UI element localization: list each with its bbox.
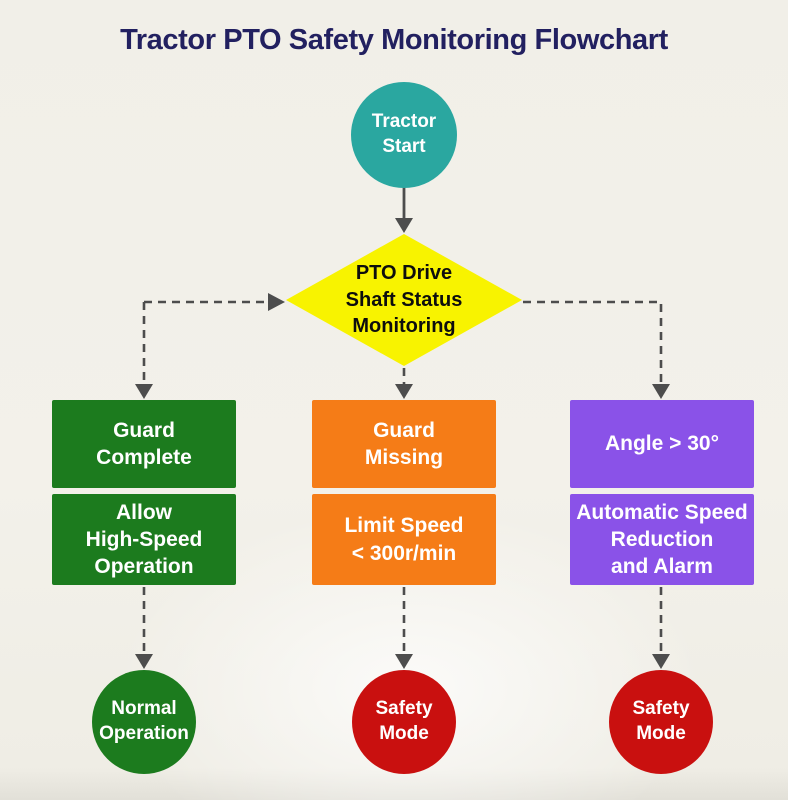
arrow-right-to-end	[652, 587, 670, 669]
arrow-start-to-decision	[395, 187, 413, 233]
angle-threshold-box: Angle > 30°	[570, 400, 754, 488]
arrow-decision-to-middle	[395, 368, 413, 399]
page-title: Tractor PTO Safety Monitoring Flowchart	[120, 24, 668, 56]
limit-speed-box: Limit Speed< 300r/min	[312, 494, 496, 585]
arrow-decision-to-left	[135, 293, 285, 399]
arrow-decision-to-right	[523, 300, 670, 399]
arrow-middle-to-end	[395, 587, 413, 669]
arrow-left-to-end	[135, 587, 153, 669]
